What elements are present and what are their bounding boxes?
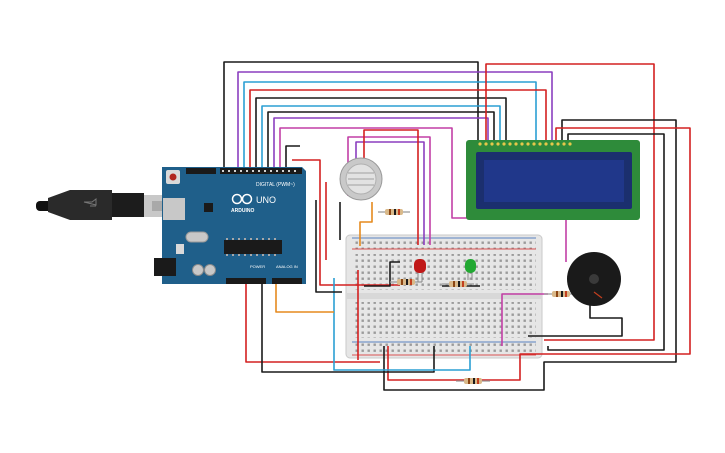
digital-header [220,168,302,174]
digital-pins [222,170,296,172]
wire-red-1 [249,89,547,172]
lcd-16x2[interactable] [466,140,640,220]
wire-black-2 [255,97,507,172]
wire-cyan-3 [333,278,471,371]
usb-cable[interactable] [36,190,166,220]
analog-label: ANALOG IN [276,264,298,269]
resistor-2[interactable] [390,279,422,285]
breadboard[interactable] [345,234,543,359]
wire-magenta-3 [501,293,548,346]
red-led[interactable] [414,259,426,282]
wire-black-3 [267,111,495,172]
wire-red-2 [292,159,400,286]
resistor-5[interactable] [456,378,490,384]
arduino-logo: ARDUINO UNO [231,193,276,214]
wire-orange-1 [359,202,373,246]
atmega-chip [224,240,282,254]
power-jack [154,258,176,276]
arduino-brand: ARDUINO [231,208,254,214]
wire-black-1 [223,61,479,172]
arduino-uno[interactable]: DIGITAL (PWM~) ARDUINO UNO POWER ANALOG … [154,167,306,284]
wire-orange-2 [275,278,334,313]
arduino-model: UNO [256,195,276,205]
wire-magenta-1 [279,127,567,262]
wire-cyan-2 [261,105,501,172]
wire-purple-2 [273,117,489,172]
wire-black-12 [364,261,400,287]
wire-red-5 [387,127,691,381]
power-header [226,278,266,284]
wires[interactable] [223,61,691,391]
resistor-1[interactable] [378,209,410,215]
green-led[interactable] [465,259,476,280]
power-label: POWER [250,264,265,269]
resistor-3[interactable] [442,281,474,287]
wire-purple-1 [237,71,553,172]
wire-red-4 [485,63,655,341]
wire-black-10 [315,200,342,293]
wire-black-7 [547,133,665,351]
wire-black-6 [383,119,677,391]
gas-sensor[interactable] [339,157,383,201]
analog-header [272,278,302,284]
usb-port [163,198,185,220]
wire-black-8 [528,286,623,337]
lcd-pins [478,142,572,146]
wire-cyan-1 [243,81,537,172]
wire-black-4 [285,145,300,172]
wire-red-6 [245,278,380,363]
piezo-buzzer[interactable] [567,252,621,306]
digital-header-label: DIGITAL (PWM~) [256,182,295,188]
wire-black-9 [261,278,435,373]
